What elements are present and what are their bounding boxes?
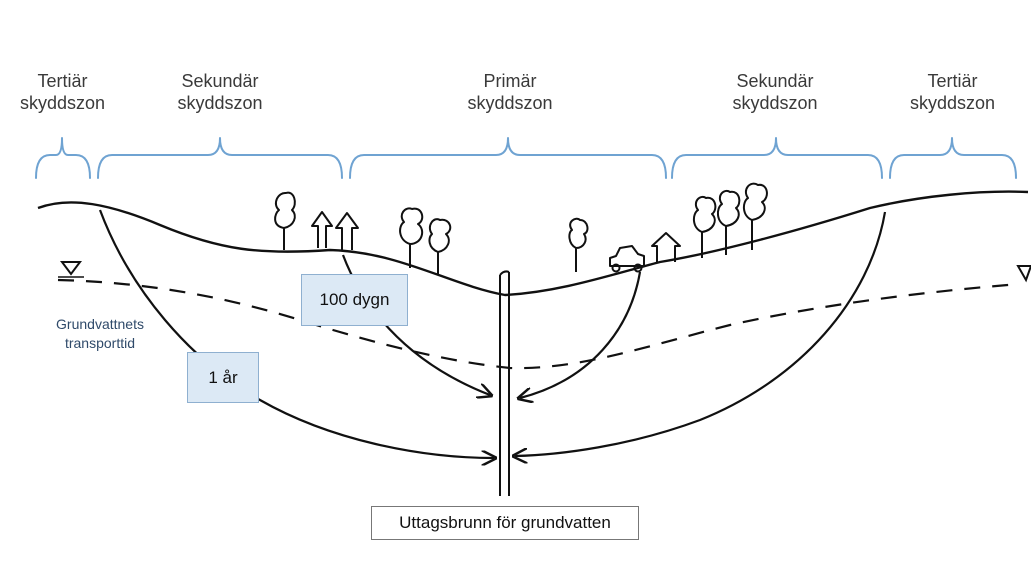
tree-icon bbox=[692, 196, 717, 258]
car-icon bbox=[609, 245, 645, 267]
bracket-sekundar-left bbox=[97, 137, 343, 179]
flow-line-right-short bbox=[520, 271, 642, 398]
flow-line-left-short bbox=[341, 254, 490, 395]
tree-icon bbox=[428, 218, 452, 275]
bracket-sekundar-right bbox=[671, 137, 883, 179]
flow-line-right-long bbox=[515, 211, 887, 456]
house-icon bbox=[651, 232, 681, 262]
groundwater-table bbox=[57, 278, 1021, 370]
tree-icon bbox=[716, 190, 741, 255]
zone-label-tertiar-right: Tertiär skyddszon bbox=[909, 71, 996, 113]
time-box-1-ar: 1 år bbox=[187, 352, 259, 403]
well-label: Uttagsbrunn för grundvatten bbox=[371, 506, 639, 540]
spruce-icon bbox=[311, 211, 333, 248]
zone-label-primar: Primär skyddszon bbox=[467, 71, 553, 113]
tree-icon bbox=[274, 191, 296, 250]
water-table-symbol-left bbox=[60, 261, 82, 276]
zone-label-tertiar-left: Tertiär skyddszon bbox=[19, 71, 106, 113]
tree-icon bbox=[742, 182, 768, 250]
bracket-tertiar-right bbox=[889, 137, 1017, 179]
tree-icon bbox=[568, 217, 589, 272]
flow-line-left-long bbox=[98, 209, 494, 458]
bracket-primar bbox=[349, 137, 667, 179]
bracket-tertiar-left bbox=[35, 137, 91, 179]
water-table-symbol-right bbox=[1016, 265, 1031, 283]
ground-surface bbox=[37, 190, 1029, 297]
spruce-icon bbox=[335, 212, 359, 250]
groundwater-transport-label: Grundvattnets transporttid bbox=[56, 316, 144, 351]
time-box-100-dygn: 100 dygn bbox=[301, 274, 408, 326]
zone-label-sekundar-right: Sekundär skyddszon bbox=[732, 71, 818, 113]
tree-icon bbox=[399, 207, 424, 268]
zone-label-sekundar-left: Sekundär skyddszon bbox=[177, 71, 263, 113]
